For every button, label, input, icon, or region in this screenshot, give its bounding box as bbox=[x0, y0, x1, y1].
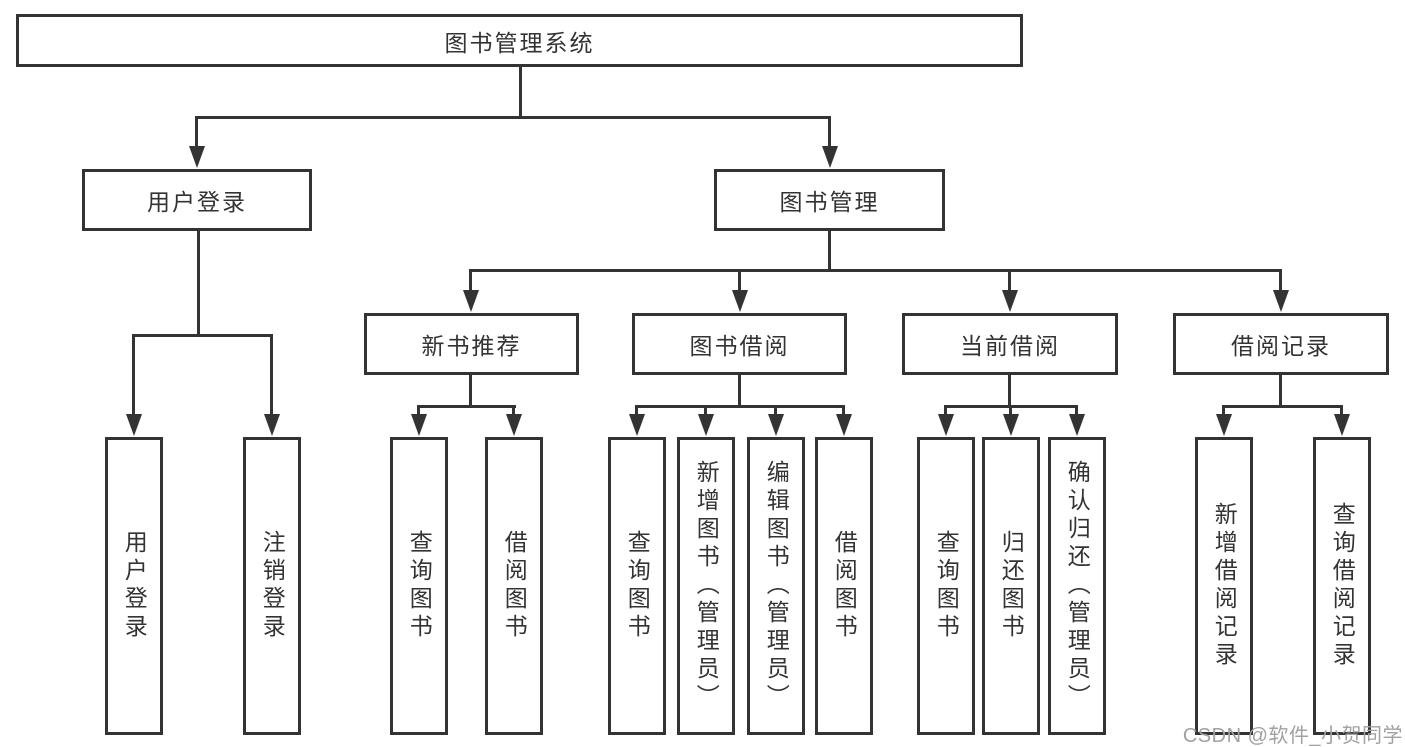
node-current-borrow: 当前借阅 bbox=[902, 313, 1118, 375]
connector-records-stem bbox=[1279, 375, 1282, 407]
connector-leaf-drop bbox=[704, 405, 707, 418]
connector-leaf-drop bbox=[1009, 405, 1012, 418]
connector-borrow-stem bbox=[738, 375, 741, 407]
arrowhead-down-icon bbox=[629, 414, 645, 436]
arrowhead-down-icon bbox=[938, 414, 954, 436]
arrowhead-down-icon bbox=[1003, 414, 1019, 436]
leaf-user-login: 用户登录 bbox=[105, 437, 163, 735]
arrowhead-down-icon bbox=[1273, 290, 1289, 312]
node-book-borrow: 图书借阅 bbox=[632, 313, 847, 375]
node-book-management: 图书管理 bbox=[714, 169, 945, 231]
node-user-login: 用户登录 bbox=[82, 169, 312, 231]
connector-book-management-drop bbox=[828, 116, 831, 148]
connector-user-login-stem bbox=[197, 231, 200, 336]
connector-leaf-drop bbox=[1075, 405, 1078, 418]
arrowhead-down-icon bbox=[189, 146, 205, 168]
connector-leaf-drop bbox=[944, 405, 947, 418]
leaf-query-borrow-record: 查询借阅记录 bbox=[1313, 437, 1371, 735]
arrowhead-down-icon bbox=[264, 414, 280, 436]
connector-leaf-drop bbox=[512, 405, 515, 418]
connector-level3-drop bbox=[1279, 269, 1282, 293]
connector-leaf-drop bbox=[1340, 405, 1343, 418]
leaf-borrow-books: 借阅图书 bbox=[815, 437, 873, 735]
connector-recommend-bar bbox=[417, 405, 516, 408]
arrowhead-down-icon bbox=[463, 290, 479, 312]
leaf-recommend-borrow-books: 借阅图书 bbox=[485, 437, 543, 735]
connector-book-management-stem bbox=[828, 231, 831, 271]
connector-leaf-drop bbox=[635, 405, 638, 418]
csdn-watermark: CSDN @软件_小贺同学 bbox=[1182, 725, 1403, 747]
connector-leaf-drop bbox=[842, 405, 845, 418]
arrowhead-down-icon bbox=[411, 414, 427, 436]
connector-leaf-drop bbox=[1222, 405, 1225, 418]
node-new-book-recommend: 新书推荐 bbox=[364, 313, 579, 375]
leaf-current-query-books: 查询图书 bbox=[917, 437, 975, 735]
leaf-add-books-admin: 新增图书（管理员） bbox=[677, 437, 735, 735]
leaf-return-books: 归还图书 bbox=[982, 437, 1040, 735]
arrowhead-down-icon bbox=[1334, 414, 1350, 436]
connector-level3-drop bbox=[469, 269, 472, 293]
connector-level3-drop bbox=[1008, 269, 1011, 293]
arrowhead-down-icon bbox=[506, 414, 522, 436]
connector-level2-bar bbox=[195, 116, 831, 119]
connector-level3-bar bbox=[469, 269, 1282, 272]
arrowhead-down-icon bbox=[1216, 414, 1232, 436]
leaf-edit-books-admin: 编辑图书（管理员） bbox=[747, 437, 805, 735]
leaf-add-borrow-record: 新增借阅记录 bbox=[1195, 437, 1253, 735]
connector-recommend-stem bbox=[469, 375, 472, 407]
connector-borrow-bar bbox=[635, 405, 845, 408]
arrowhead-down-icon bbox=[698, 414, 714, 436]
leaf-borrow-query-books: 查询图书 bbox=[608, 437, 666, 735]
connector-records-bar bbox=[1222, 405, 1343, 408]
connector-root-stem bbox=[519, 67, 522, 118]
node-library-system: 图书管理系统 bbox=[16, 14, 1023, 67]
arrowhead-down-icon bbox=[126, 414, 142, 436]
connector-leaf-drop bbox=[270, 334, 273, 418]
arrowhead-down-icon bbox=[836, 414, 852, 436]
connector-level3-drop bbox=[738, 269, 741, 293]
node-borrow-records: 借阅记录 bbox=[1173, 313, 1389, 375]
connector-user-login-drop bbox=[195, 116, 198, 148]
arrowhead-down-icon bbox=[822, 146, 838, 168]
arrowhead-down-icon bbox=[768, 414, 784, 436]
leaf-confirm-return-admin: 确认归还（管理员） bbox=[1048, 437, 1106, 735]
arrowhead-down-icon bbox=[732, 290, 748, 312]
arrowhead-down-icon bbox=[1069, 414, 1085, 436]
connector-current-stem bbox=[1008, 375, 1011, 407]
leaf-recommend-query-books: 查询图书 bbox=[390, 437, 448, 735]
connector-leaf-drop bbox=[132, 334, 135, 418]
connector-user-leaves-bar bbox=[132, 334, 273, 337]
arrowhead-down-icon bbox=[1002, 290, 1018, 312]
connector-leaf-drop bbox=[774, 405, 777, 418]
leaf-logout: 注销登录 bbox=[243, 437, 301, 735]
connector-leaf-drop bbox=[417, 405, 420, 418]
